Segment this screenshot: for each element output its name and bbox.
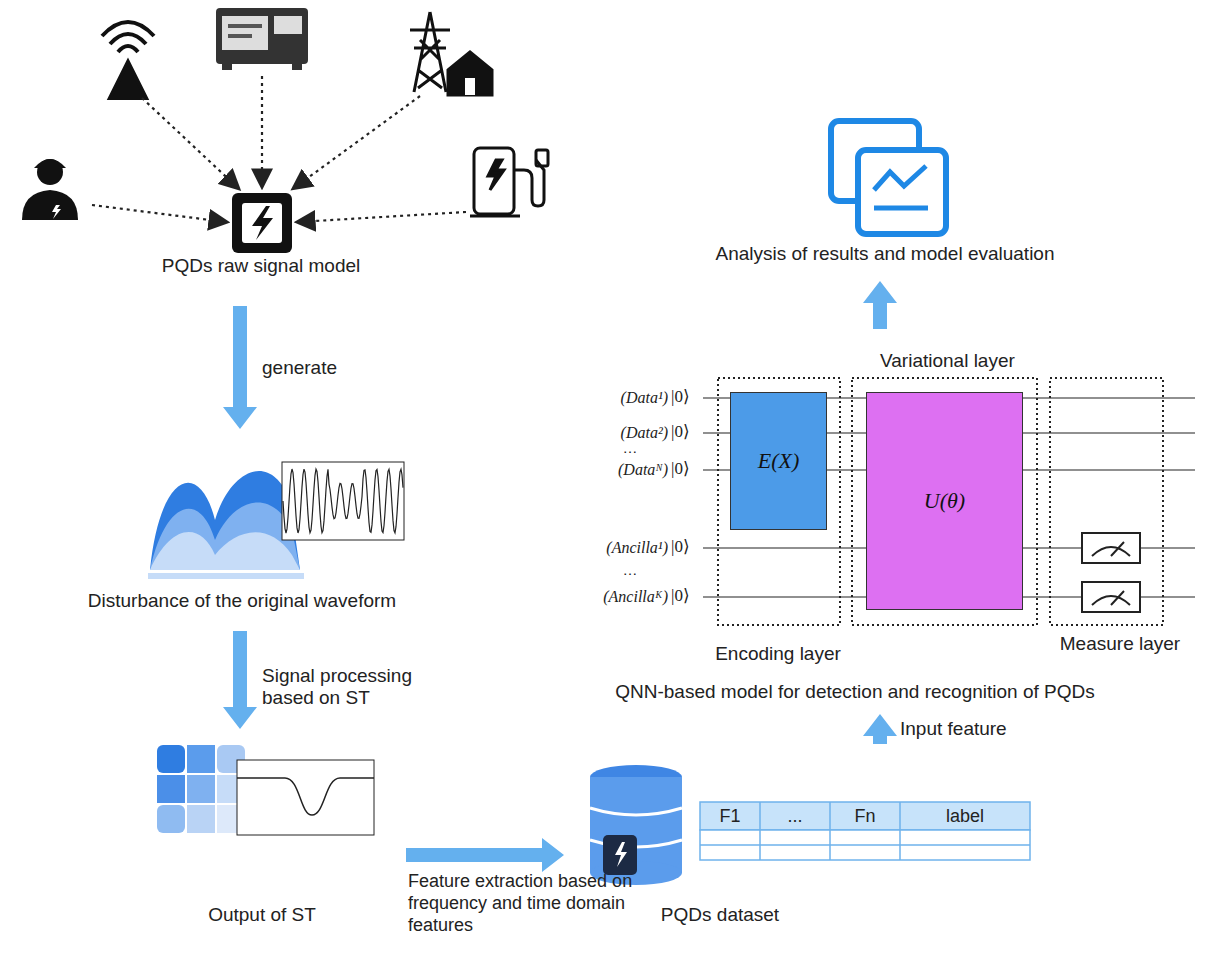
flow-arrow (406, 838, 564, 872)
edge-label: generate (262, 357, 422, 379)
dataset-illustration (590, 765, 1030, 885)
wire-label: (Dataᴺ) (560, 459, 668, 481)
gate-label: U(θ) (924, 488, 965, 514)
dashed-arrows (92, 76, 466, 222)
wire-label: … (610, 441, 650, 455)
wire-label: (Ancilla¹) (560, 537, 668, 559)
stage-node: PQDs raw signal model (120, 190, 360, 300)
generator-icon (216, 8, 308, 70)
text-label: Measure layer (1055, 633, 1185, 655)
wire-label: |0⟩ (671, 386, 703, 408)
stage-caption: PQDs dataset (661, 904, 779, 926)
waveform-illustration (148, 462, 404, 579)
gate-box: E(X) (730, 392, 827, 530)
analysis-icon (831, 121, 946, 234)
wire-label: |0⟩ (671, 536, 703, 558)
stage-caption: Analysis of results and model evaluation (715, 243, 1054, 265)
wire-label: |0⟩ (671, 421, 703, 443)
tower-house-icon (410, 12, 492, 95)
flow-arrow (863, 281, 897, 329)
charger-icon (470, 148, 548, 216)
power-box-icon (232, 193, 292, 253)
wire-label: |0⟩ (671, 458, 703, 480)
edge-label: Feature extraction based on frequency an… (408, 870, 648, 936)
wire-label: |0⟩ (671, 585, 703, 607)
st-output-illustration (157, 745, 374, 835)
flow-arrow (863, 714, 897, 744)
worker-icon (22, 159, 78, 220)
stage-node: PQDs dataset (570, 750, 1040, 935)
edge-label: Input feature (900, 718, 1040, 740)
stage-node: Disturbance of the original waveform (40, 435, 450, 625)
gate-label: E(X) (758, 448, 800, 474)
stage-caption: PQDs raw signal model (162, 255, 361, 277)
stage-caption: Output of ST (208, 904, 316, 926)
text-label: Encoding layer (713, 643, 843, 665)
wire-label: (Ancillaᴷ) (560, 586, 668, 608)
gate-box: U(θ) (866, 392, 1023, 610)
text-label: F1 (700, 805, 760, 827)
edge-label: Signal processing based on ST (262, 665, 437, 709)
stage-caption: QNN-based model for detection and recogn… (615, 681, 1094, 703)
antenna-icon (102, 22, 154, 98)
wire-label: (Data²) (560, 422, 668, 444)
stage-node: Output of ST (140, 735, 400, 935)
quantum-circuit (703, 378, 1195, 625)
text-label: label (900, 805, 1030, 827)
wire-label: … (610, 563, 650, 577)
flow-arrow (223, 631, 257, 729)
stage-caption: Disturbance of the original waveform (88, 590, 396, 612)
flow-arrow (223, 306, 257, 429)
text-label: ... (760, 805, 830, 827)
measure-symbols (1082, 533, 1140, 612)
stage-node: Analysis of results and model evaluation (660, 110, 1110, 275)
text-label: Variational layer (880, 350, 1010, 372)
wire-label: (Data¹) (560, 387, 668, 409)
text-label: Fn (830, 805, 900, 827)
